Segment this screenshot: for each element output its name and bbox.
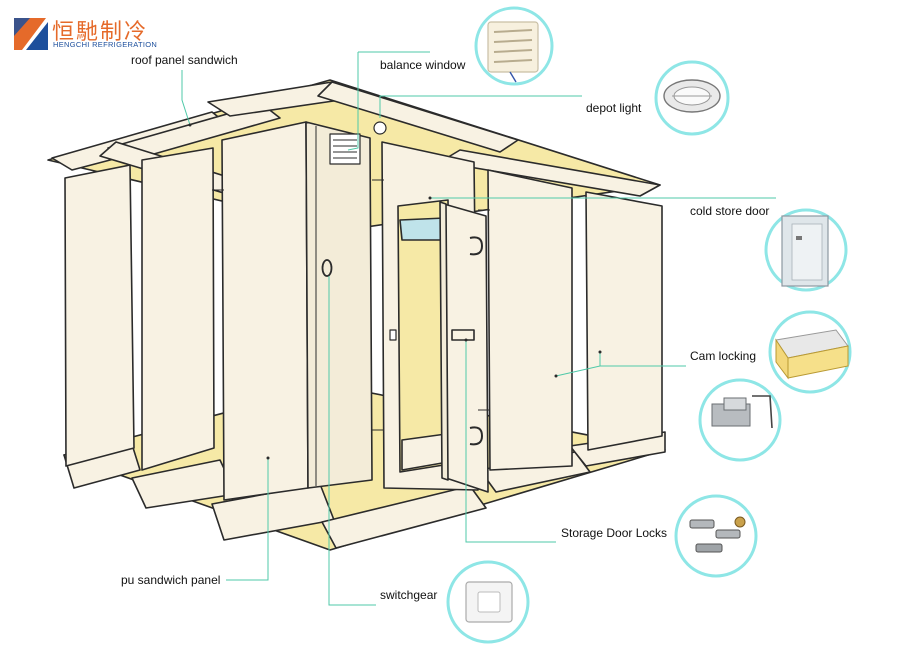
label-storage-door-locks: Storage Door Locks <box>561 526 668 540</box>
label-roof-panel-sandwich: roof panel sandwich <box>131 53 238 67</box>
label-cam-locking: Cam locking <box>690 349 757 363</box>
door-icon <box>764 208 848 292</box>
leader-lines <box>181 51 776 606</box>
brand-name-en: HENGCHI REFRIGERATION <box>53 40 158 49</box>
wall-switch-icon <box>446 560 530 644</box>
door-lock-handle <box>451 329 475 341</box>
callout-circles <box>446 6 852 644</box>
door-leaf-edge <box>439 201 449 481</box>
door-catch <box>389 329 397 341</box>
brand-name-cn: 恒馳制冷 <box>52 20 149 45</box>
wall-panel <box>141 147 215 471</box>
leader-roof-panel <box>181 70 191 126</box>
cam-lock-icon <box>698 378 782 462</box>
wall-panel <box>585 191 663 451</box>
brand-logo-icon <box>14 18 48 50</box>
label-pu-sandwich-panel: pu sandwich panel <box>121 573 221 587</box>
door-handle-bottom <box>469 426 483 446</box>
bulkhead-lamp-icon <box>654 60 730 136</box>
leader-pu-panel <box>226 458 269 581</box>
leader-door-locks <box>465 340 556 543</box>
label-switchgear: switchgear <box>380 588 438 602</box>
wall-panel <box>64 164 135 467</box>
cold-room-drawing <box>47 79 666 551</box>
floor-panel-strip <box>321 485 487 549</box>
roof-panel-strip <box>317 81 519 153</box>
label-cold-store-door: cold store door <box>690 204 770 218</box>
wall-panel <box>487 169 573 471</box>
sandwich-panel-sample-icon <box>768 310 852 394</box>
label-balance-window: balance window <box>380 58 466 72</box>
label-depot-light: depot light <box>586 101 642 115</box>
door-lock-hardware-icon <box>674 494 758 578</box>
leader-dots <box>188 123 602 460</box>
switch-ring <box>321 259 333 277</box>
leader-switchgear <box>328 276 376 606</box>
vent-grille-icon <box>474 6 554 86</box>
wall-panel <box>221 121 309 501</box>
leader-balance-window <box>347 52 359 151</box>
depot-light-fixture <box>373 121 387 135</box>
door-opening-shadow <box>399 217 447 241</box>
door-handle-top <box>469 236 483 256</box>
wall-panel-side <box>305 121 373 489</box>
leader-depot-light <box>379 95 582 118</box>
